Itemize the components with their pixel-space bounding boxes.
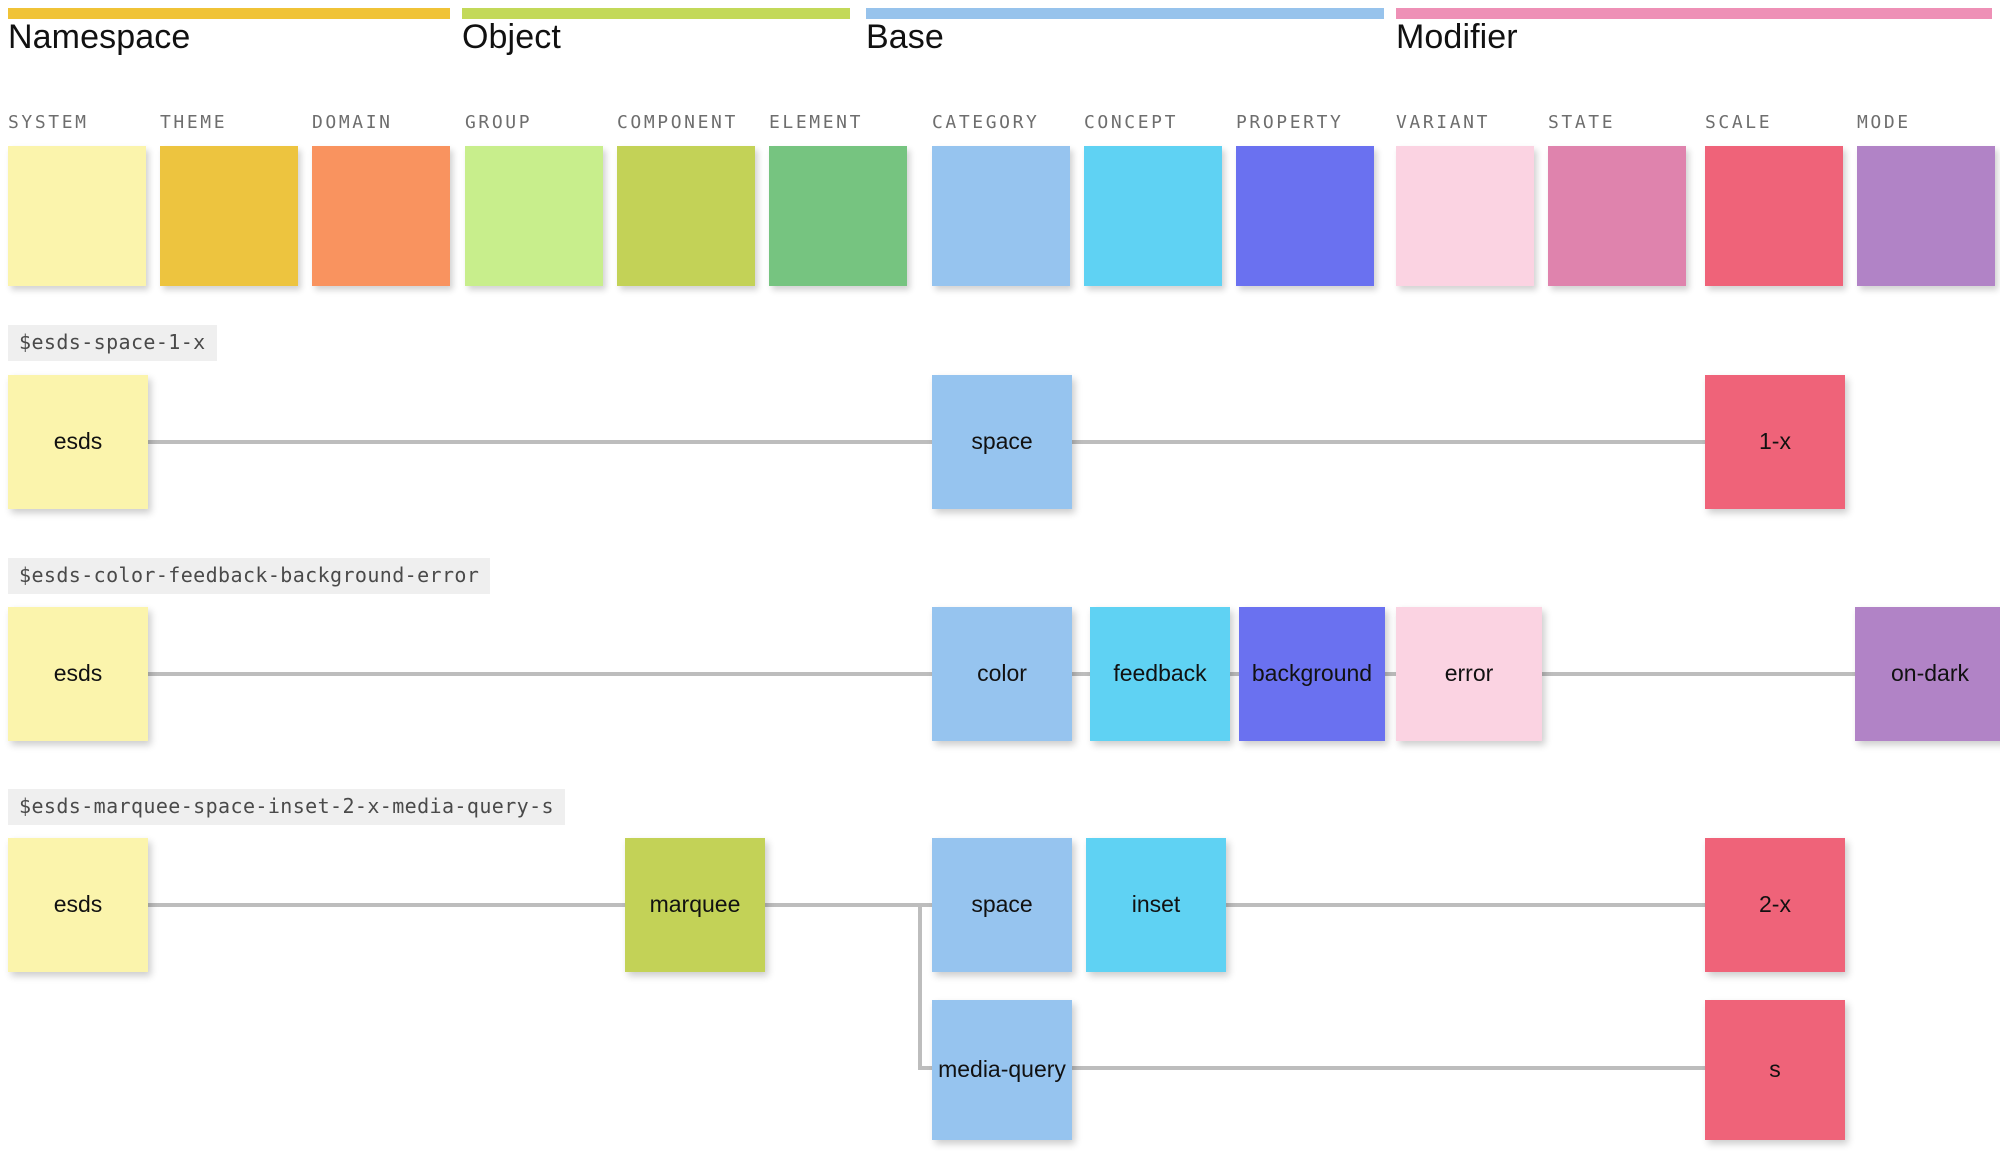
- token-name-chip-1: $esds-space-1-x: [8, 325, 217, 361]
- token-name-chip-2: $esds-color-feedback-background-error: [8, 558, 491, 594]
- connector-row1-space-to-1x: [1072, 440, 1707, 444]
- column-caption-group: GROUP: [465, 112, 533, 133]
- connector-row3-esds-to-marquee: [148, 903, 627, 907]
- column-caption-component: COMPONENT: [617, 112, 738, 133]
- group-color-bar-modifier: [1396, 8, 1992, 19]
- column-caption-property: PROPERTY: [1236, 112, 1344, 133]
- legend-swatch-theme: [160, 146, 298, 286]
- column-caption-domain: DOMAIN: [312, 112, 393, 133]
- node-label: feedback: [1113, 660, 1207, 687]
- legend-swatch-element: [769, 146, 907, 286]
- connector-row3-branch-vertical: [918, 903, 922, 1070]
- legend-swatch-group: [465, 146, 603, 286]
- node-label: background: [1251, 660, 1373, 687]
- legend-swatch-domain: [312, 146, 450, 286]
- connector-row1-esds-to-space: [148, 440, 934, 444]
- connector-row3-branch-to-mediaq: [918, 1066, 936, 1070]
- node-media-query[interactable]: media-query: [932, 1000, 1072, 1140]
- node-2-x[interactable]: 2-x: [1705, 838, 1845, 972]
- column-caption-state: STATE: [1548, 112, 1616, 133]
- group-title-object: Object: [462, 18, 561, 56]
- node-label: on-dark: [1891, 660, 1969, 687]
- column-caption-scale: SCALE: [1705, 112, 1773, 133]
- legend-swatch-mode: [1857, 146, 1995, 286]
- connector-row3-mediaq-to-s: [1070, 1066, 1707, 1070]
- node-color[interactable]: color: [932, 607, 1072, 741]
- legend-swatch-system: [8, 146, 146, 286]
- node-feedback[interactable]: feedback: [1090, 607, 1230, 741]
- node-esds[interactable]: esds: [8, 607, 148, 741]
- node-space[interactable]: space: [932, 375, 1072, 509]
- node-label: 2-x: [1759, 891, 1791, 918]
- group-title-modifier: Modifier: [1396, 18, 1518, 56]
- node-label: media-query: [938, 1056, 1066, 1083]
- node-background[interactable]: background: [1239, 607, 1385, 741]
- column-caption-mode: MODE: [1857, 112, 1911, 133]
- node-label: esds: [53, 891, 103, 918]
- group-color-bar-namespace: [8, 8, 450, 19]
- node-label: esds: [53, 660, 103, 687]
- node-label: inset: [1131, 891, 1181, 918]
- legend-swatch-state: [1548, 146, 1686, 286]
- group-title-namespace: Namespace: [8, 18, 191, 56]
- node-label: marquee: [649, 891, 741, 918]
- token-name-chip-3: $esds-marquee-space-inset-2-x-media-quer…: [8, 789, 565, 825]
- connector-row2-bg-to-error: [1383, 672, 1398, 676]
- legend-swatch-property: [1236, 146, 1374, 286]
- node-label: esds: [53, 428, 103, 455]
- node-label: 1-x: [1759, 428, 1791, 455]
- node-label: space: [971, 428, 1033, 455]
- node-esds[interactable]: esds: [8, 838, 148, 972]
- node-inset[interactable]: inset: [1086, 838, 1226, 972]
- group-color-bar-base: [866, 8, 1384, 19]
- legend-swatch-component: [617, 146, 755, 286]
- legend-swatch-concept: [1084, 146, 1222, 286]
- node-label: color: [977, 660, 1027, 687]
- column-caption-category: CATEGORY: [932, 112, 1040, 133]
- column-caption-element: ELEMENT: [769, 112, 864, 133]
- node-label: space: [971, 891, 1033, 918]
- node-s[interactable]: s: [1705, 1000, 1845, 1140]
- node-esds[interactable]: esds: [8, 375, 148, 509]
- connector-row2-esds-to-color: [148, 672, 934, 676]
- connector-row2-color-to-feedback: [1070, 672, 1092, 676]
- connector-row3-marquee-to-branch: [763, 903, 935, 907]
- column-caption-system: SYSTEM: [8, 112, 89, 133]
- column-caption-concept: CONCEPT: [1084, 112, 1179, 133]
- node-space[interactable]: space: [932, 838, 1072, 972]
- node-on-dark[interactable]: on-dark: [1855, 607, 2000, 741]
- connector-row2-error-to-ondark: [1541, 672, 1857, 676]
- connector-row2-feedback-to-bg: [1228, 672, 1241, 676]
- legend-swatch-category: [932, 146, 1070, 286]
- column-caption-variant: VARIANT: [1396, 112, 1491, 133]
- group-color-bar-object: [462, 8, 850, 19]
- legend-swatch-scale: [1705, 146, 1843, 286]
- legend-swatch-variant: [1396, 146, 1534, 286]
- column-caption-theme: THEME: [160, 112, 228, 133]
- node-marquee[interactable]: marquee: [625, 838, 765, 972]
- connector-row3-inset-to-2x: [1224, 903, 1707, 907]
- node-1-x[interactable]: 1-x: [1705, 375, 1845, 509]
- node-label: s: [1769, 1056, 1781, 1083]
- node-error[interactable]: error: [1396, 607, 1542, 741]
- node-label: error: [1444, 660, 1494, 687]
- group-title-base: Base: [866, 18, 944, 56]
